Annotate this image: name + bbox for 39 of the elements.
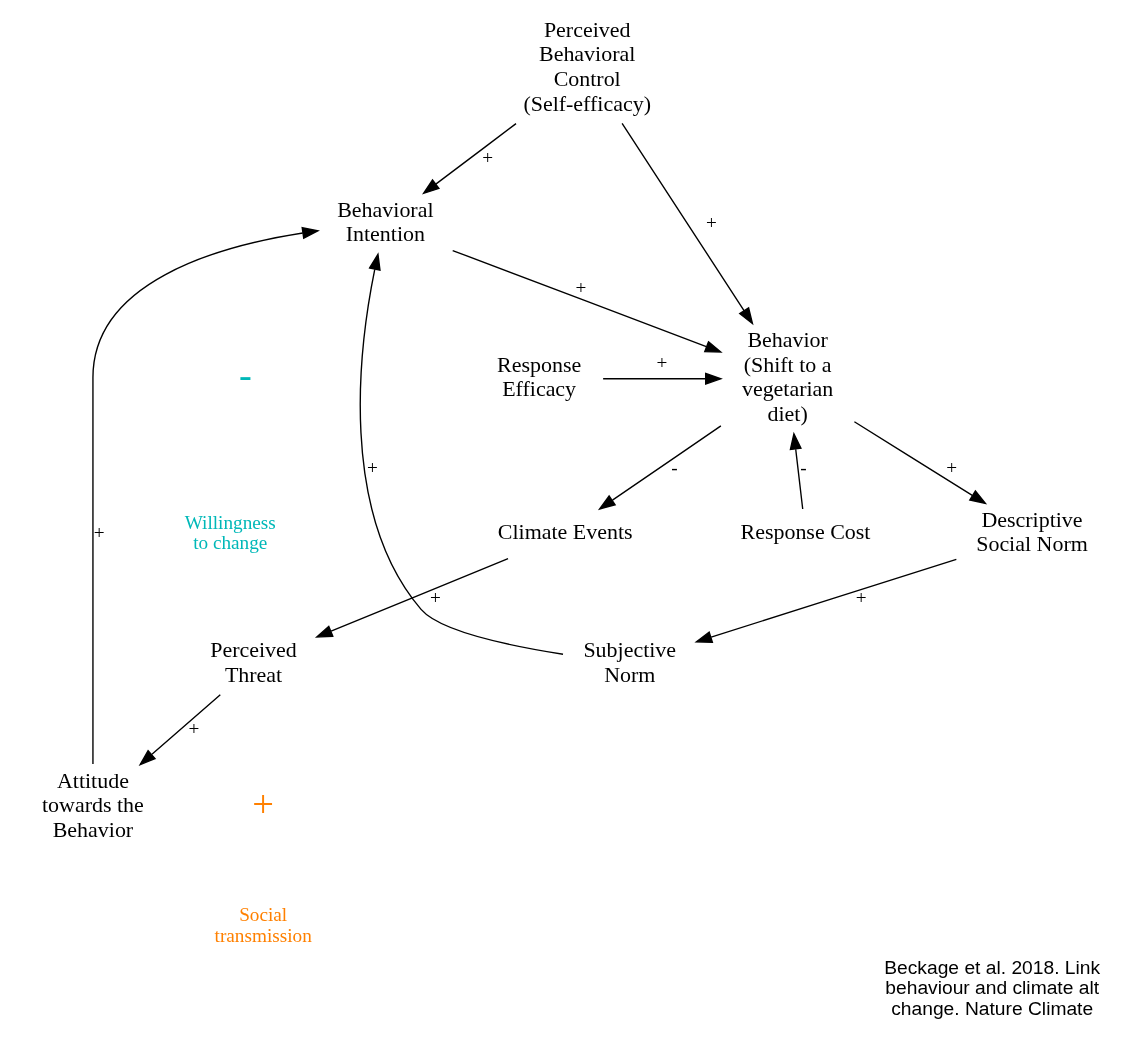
edge-label: +	[656, 352, 667, 374]
edge-label: +	[945, 456, 957, 478]
arrow	[421, 122, 517, 195]
node-text: Climate Events	[497, 519, 633, 545]
node-text: Attitude towards the Behavior	[41, 767, 144, 843]
node-text: Behavioral Intention	[336, 196, 434, 247]
arrow	[693, 558, 957, 643]
arrow	[597, 425, 722, 511]
label: Willingness to change	[184, 511, 276, 554]
arrow	[91, 226, 320, 765]
arrow	[359, 252, 564, 655]
edge-label: +	[705, 211, 717, 233]
arrow	[138, 694, 221, 766]
edge-label: -	[799, 456, 807, 478]
edge-label: +	[93, 522, 105, 543]
node-text: Behavior (Shift to a vegetarian diet)	[741, 326, 833, 427]
node-text: Descriptive Social Norm	[975, 506, 1088, 557]
node-text: Subjective Norm	[582, 637, 676, 687]
node-text: Response Efficacy	[496, 351, 581, 402]
caption: Beckage et al. 2018. Link behaviour and climate alt change. Nature Climate	[883, 956, 1100, 1019]
label: +	[251, 782, 274, 825]
arrow	[451, 249, 723, 353]
node-text: Perceived Threat	[209, 637, 297, 687]
edge-label: +	[575, 276, 586, 298]
edge-label: +	[187, 717, 199, 739]
label: -	[238, 354, 252, 397]
arrow	[853, 421, 987, 505]
edge-label: +	[855, 587, 866, 609]
arrow	[789, 431, 803, 510]
node-text: Response Cost	[740, 519, 870, 545]
edge-label: +	[366, 456, 378, 478]
edge-label: +	[481, 146, 493, 168]
arrow	[620, 122, 754, 326]
label: Social transmission	[214, 904, 312, 946]
arrow	[601, 372, 723, 386]
node-text: Perceived Behavioral Control (Self-efficacy)	[522, 16, 651, 116]
arrow	[314, 558, 509, 638]
edge-label: -	[670, 456, 678, 478]
edge-label: +	[429, 587, 441, 609]
